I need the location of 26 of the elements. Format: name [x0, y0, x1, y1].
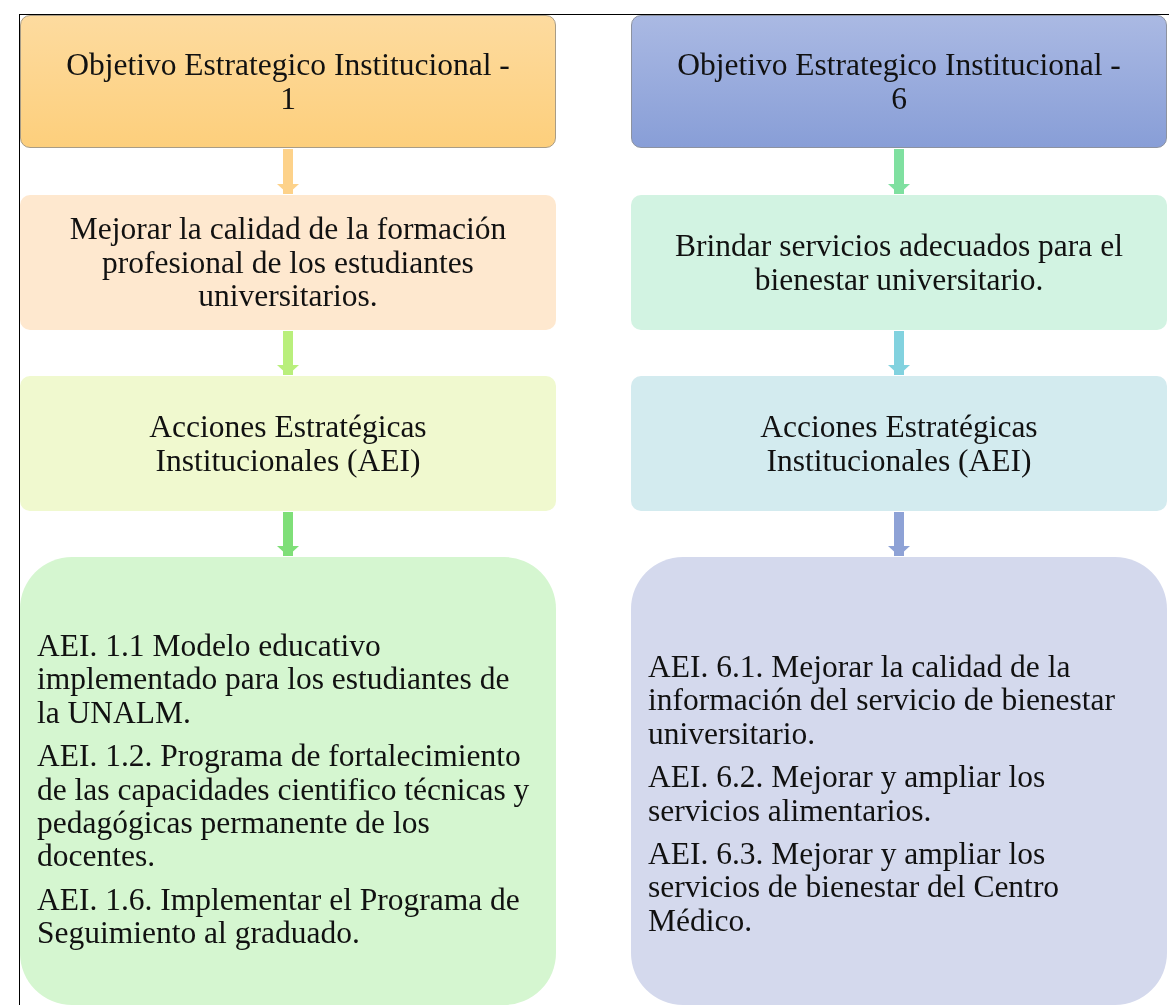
- arrow: [277, 331, 299, 375]
- process-box: [20, 195, 556, 330]
- list-item: AEI. 1.2. Programa de fortalecimiento de las capacidades cientifico técnicas y pedagógicas permanente de los docentes.: [37, 739, 531, 873]
- list-box: [631, 557, 1167, 1005]
- list-box: [20, 557, 556, 1005]
- arrow: [888, 512, 910, 556]
- list-item: AEI. 1.6. Implementar el Programa de Seguimiento al graduado.: [37, 882, 521, 950]
- arrow: [888, 331, 910, 375]
- arrow: [888, 149, 910, 194]
- box-label: Acciones Estratégicas Institucionales (AEI): [759, 410, 1039, 477]
- box-label: Acciones Estratégicas Institucionales (AEI): [148, 410, 428, 477]
- process-box: [631, 376, 1167, 511]
- process-box: [631, 195, 1167, 330]
- arrow: [277, 512, 299, 556]
- box-label: Mejorar la calidad de la formación profesional de los estudiantes universitarios.: [68, 212, 508, 313]
- process-box: [20, 376, 556, 511]
- box-label: Objetivo Estrategico Institucional - 1: [65, 48, 511, 115]
- list-item: AEI. 6.2. Mejorar y ampliar los servicios alimentarios.: [648, 760, 1047, 827]
- process-box: [20, 15, 556, 148]
- arrow: [277, 149, 299, 194]
- process-box: [631, 15, 1167, 148]
- list-item: AEI. 1.1 Modelo educativo implementado para los estudiantes de la UNALM.: [37, 629, 511, 730]
- list-item: AEI. 6.3. Mejorar y ampliar los servicios de bienestar del Centro Médico.: [648, 836, 1061, 937]
- box-label: Objetivo Estrategico Institucional - 6: [676, 48, 1122, 115]
- box-label: Brindar servicios adecuados para el bienestar universitario.: [674, 229, 1124, 296]
- list-item: AEI. 6.1. Mejorar la calidad de la información del servicio de bienestar universitario.: [648, 650, 1117, 751]
